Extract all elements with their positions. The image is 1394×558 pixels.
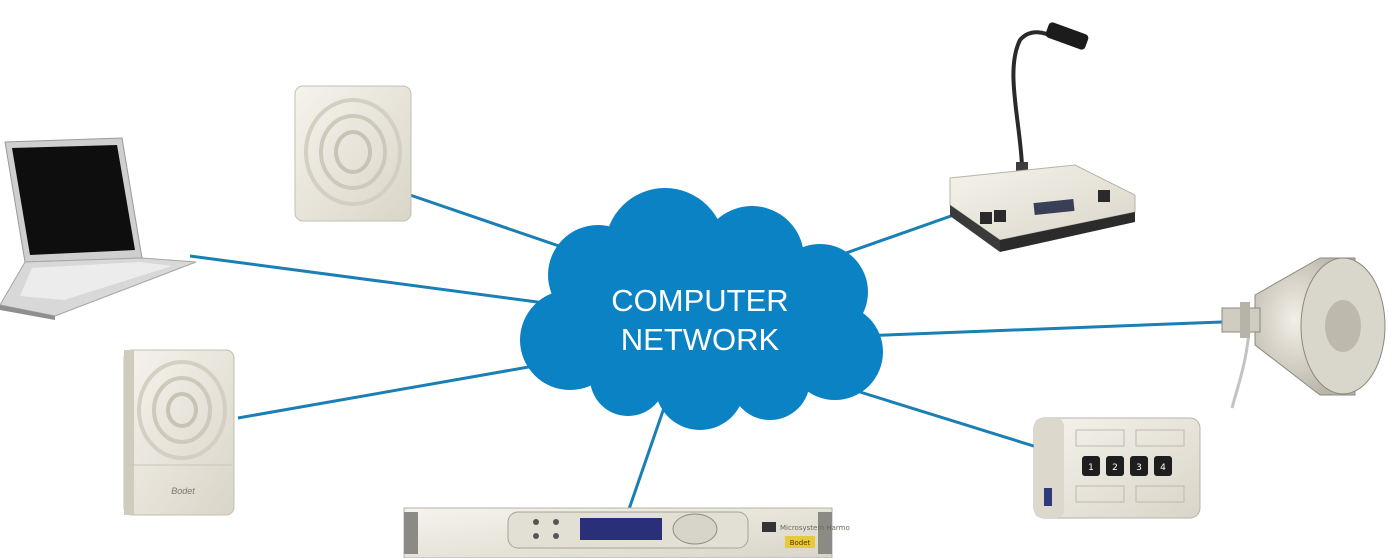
wall-speaker-top-icon <box>294 85 412 222</box>
horn-loudspeaker-icon <box>1221 257 1386 409</box>
laptop-icon <box>0 137 197 320</box>
gooseneck-microphone-desk-icon <box>949 22 1136 252</box>
speaker-bottom-brand: Bodet <box>171 486 195 496</box>
keypad-key-3: 3 <box>1136 463 1142 473</box>
rack-brand-label: Bodet <box>790 539 811 547</box>
keypad-key-1: 1 <box>1088 463 1094 473</box>
link-laptop <box>189 254 561 307</box>
button-keypad-icon: 1 2 3 4 <box>1033 417 1201 519</box>
cloud-label-line2: NETWORK <box>621 322 780 357</box>
computer-network-cloud: COMPUTER NETWORK <box>520 188 883 430</box>
link-rack-unit <box>626 404 667 513</box>
wall-speaker-bottom-icon: Bodet <box>123 349 235 516</box>
keypad-keys: 1 2 3 4 <box>1082 456 1172 476</box>
cloud-label-line1: COMPUTER <box>611 283 788 318</box>
rack-model-label: Microsystem Harmo <box>780 524 850 532</box>
keypad-key-4: 4 <box>1160 463 1166 473</box>
link-control-keypad <box>859 390 1041 450</box>
link-horn-speaker <box>859 320 1223 338</box>
rack-server-icon: Microsystem Harmo Bodet <box>403 507 850 558</box>
link-speaker-bottom <box>237 363 541 420</box>
keypad-key-2: 2 <box>1112 463 1118 473</box>
